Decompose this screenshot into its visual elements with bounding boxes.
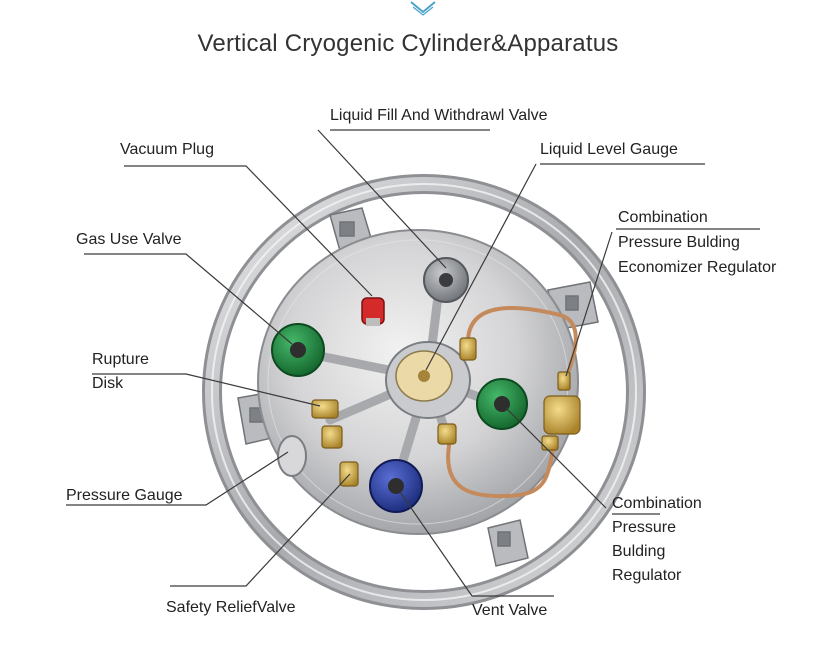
label-combination-regulator-line2: Pressure (612, 519, 677, 536)
label-liquid-fill-valve: Liquid Fill And Withdrawl Valve (330, 107, 548, 124)
vacuum-plug (361, 297, 385, 326)
leader-safety-relief (170, 473, 351, 587)
label-pressure-gauge: Pressure Gauge (66, 487, 183, 504)
leader-vacuum-plug (124, 165, 373, 297)
leader-gas-use (84, 253, 293, 345)
label-gas-use-valve: Gas Use Valve (76, 231, 182, 248)
leader-pressure-gauge (66, 451, 289, 506)
label-liquid-level-gauge: Liquid Level Gauge (540, 141, 678, 158)
label-safety-relief-valve: Safety ReliefValve (166, 599, 296, 616)
leader-combination-reg (505, 407, 660, 515)
protective-ring (202, 174, 646, 610)
label-vent-valve: Vent Valve (472, 602, 548, 619)
vent-valve-handwheel (369, 459, 423, 513)
label-combination-economizer-line2: Pressure Bulding (618, 234, 740, 251)
leader-liquid-fill (317, 129, 490, 269)
leader-liquid-level (425, 163, 705, 371)
label-combination-regulator-line1: Combination (612, 495, 702, 512)
pressure-gauge-body (277, 435, 307, 477)
chevron-down-icon (410, 1, 436, 16)
label-combination-economizer-line3: Economizer Regulator (618, 259, 777, 276)
leader-lines (66, 129, 760, 597)
label-combination-economizer-line1: Combination (618, 209, 708, 226)
gas-use-valve-handwheel (271, 323, 325, 377)
label-combination-regulator-line3: Bulding (612, 543, 666, 560)
label-rupture-disk-line2: Disk (92, 375, 124, 392)
label-vacuum-plug: Vacuum Plug (120, 141, 214, 158)
label-rupture-disk-line1: Rupture (92, 351, 149, 368)
liquid-fill-valve-handwheel (423, 257, 469, 303)
leader-combination-econ (565, 228, 760, 377)
liquid-level-gauge-body (385, 341, 471, 419)
page-title: Vertical Cryogenic Cylinder&Apparatus (197, 30, 619, 57)
leader-vent-valve (399, 491, 554, 597)
leader-rupture-disk (92, 373, 321, 407)
brass-fittings (311, 337, 581, 487)
label-combination-regulator-line4: Regulator (612, 567, 682, 584)
